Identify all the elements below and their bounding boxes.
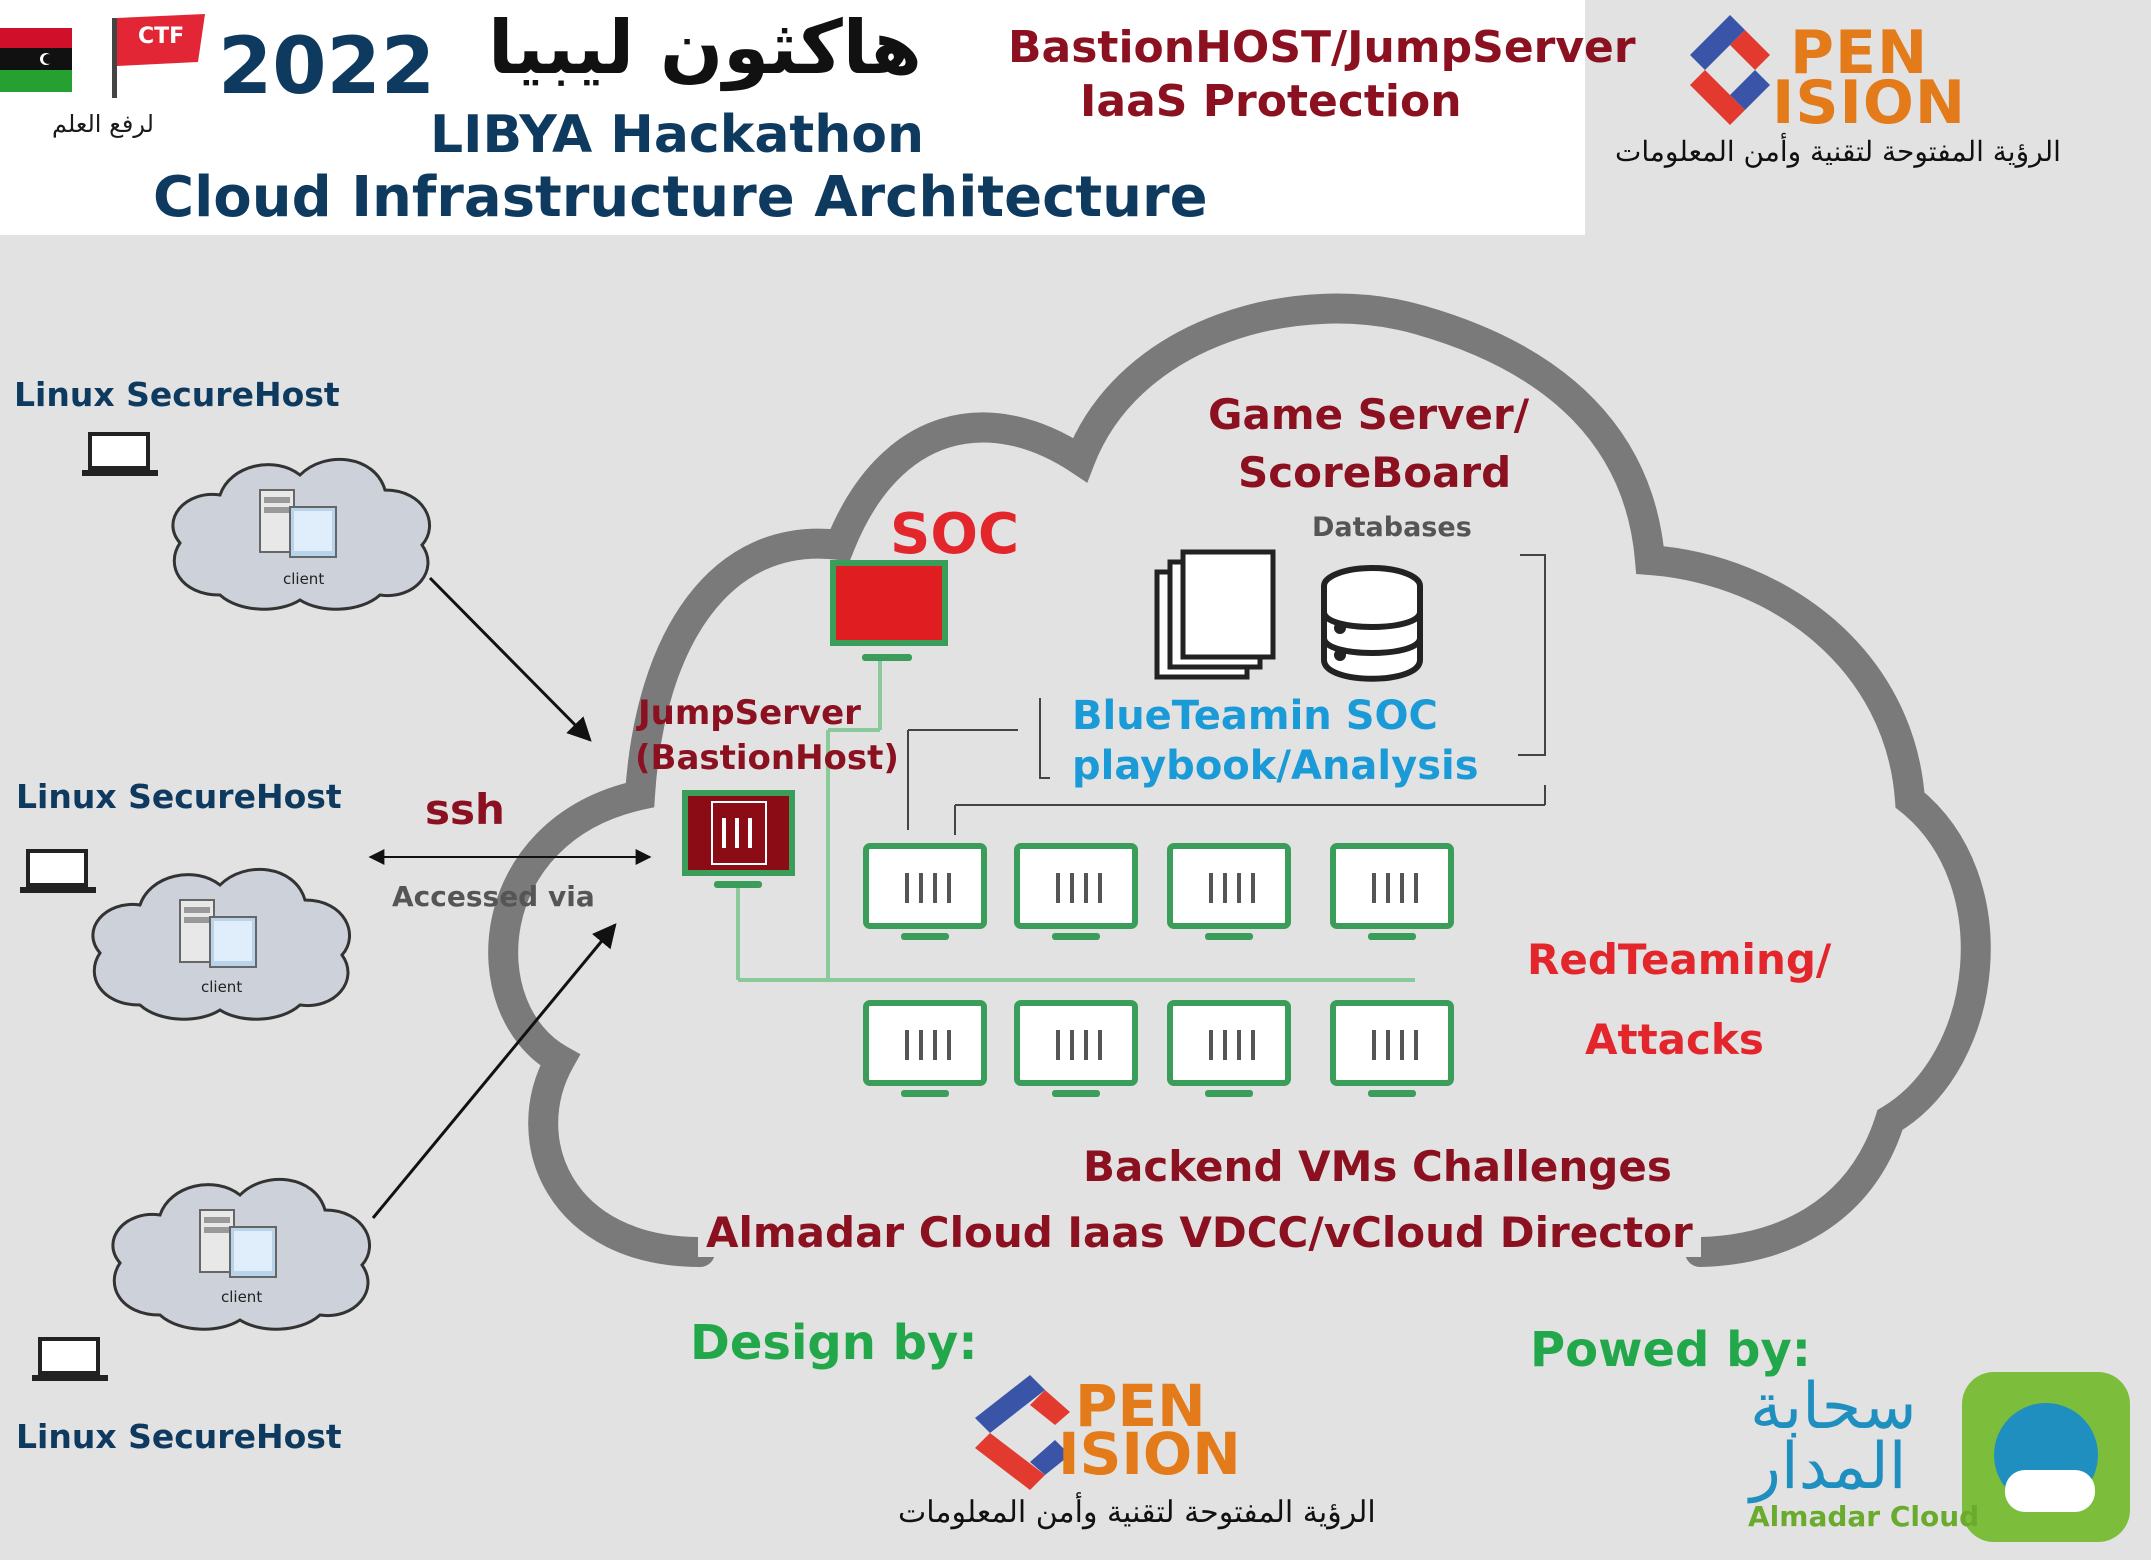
openvision-footer-tagline: الرؤية المفتوحة لتقنية وأمن المعلومات <box>898 1495 1376 1530</box>
powered-by-label: Powed by: <box>1530 1322 1811 1378</box>
accessed-via-label: Accessed via <box>392 880 595 913</box>
vm-icon <box>1170 1003 1288 1097</box>
client-cloud-caption: client <box>201 978 243 996</box>
openvision-tagline: الرؤية المفتوحة لتقنية وأمن المعلومات <box>1615 135 2061 168</box>
platform-label: Almadar Cloud Iaas VDCC/vCloud Director <box>698 1208 1701 1257</box>
almadar-cloud-logo-icon <box>1962 1372 2130 1542</box>
title-arabic: هاكثون ليبيا <box>488 5 922 91</box>
header-year: 2022 <box>218 22 436 112</box>
databases-label: Databases <box>1312 512 1472 543</box>
bastion-title: BastionHOST/JumpServer <box>1008 22 1636 73</box>
header-banner <box>0 0 1585 235</box>
game-server-label: Game Server/ <box>1208 390 1530 439</box>
network-links <box>736 660 1415 982</box>
scoreboard-label: ScoreBoard <box>1238 448 1512 497</box>
client-cloud-caption: client <box>221 1288 263 1306</box>
vm-icon <box>1170 846 1288 940</box>
bastionhost-label: (BastionHost) <box>635 738 899 778</box>
client-label-3: Linux SecureHost <box>16 1417 342 1456</box>
client-label-1: Linux SecureHost <box>14 375 340 414</box>
openvision-footer-brand-bottom: ISION <box>1058 1420 1241 1488</box>
openvision-header-panel <box>1600 5 2151 185</box>
ssh-label: ssh <box>425 785 505 834</box>
database-icon <box>1321 565 1423 682</box>
client-cloud-2 <box>91 867 352 1021</box>
redteaming-label: RedTeaming/ <box>1527 935 1832 984</box>
vm-icon <box>1333 846 1451 940</box>
jumpserver-icon <box>682 790 795 888</box>
documents-icon <box>1154 549 1276 680</box>
title-english: LIBYA Hackathon <box>430 105 925 165</box>
data-links <box>907 554 1546 835</box>
attacks-label: Attacks <box>1585 1015 1764 1064</box>
laptop-icon <box>32 1339 108 1381</box>
ctf-flag-icon <box>112 14 205 98</box>
laptop-icon <box>18 849 98 895</box>
vm-icon <box>1017 846 1135 940</box>
design-by-label: Design by: <box>690 1315 978 1371</box>
vm-icon <box>1333 1003 1451 1097</box>
playbook-label: playbook/Analysis <box>1072 743 1479 789</box>
openvision-footer-logo-icon <box>975 1375 1070 1490</box>
openvision-brand-bottom: ISION <box>1772 68 1967 138</box>
arrow-client1-to-jumpserver <box>428 576 592 742</box>
arrow-client3-to-jumpserver <box>371 923 617 1219</box>
client-label-2: Linux SecureHost <box>16 777 342 816</box>
backend-vms-label: Backend VMs Challenges <box>1083 1142 1672 1191</box>
openvision-logo-icon <box>1690 15 1770 125</box>
libya-flag-icon <box>0 28 72 92</box>
soc-monitor-icon <box>830 560 948 661</box>
vm-icon <box>866 846 984 940</box>
almadar-arabic-bottom: المدار <box>1750 1430 1907 1504</box>
openvision-footer-brand-top: PEN <box>1075 1372 1206 1440</box>
openvision-brand-top: PEN <box>1790 18 1929 88</box>
jumpserver-label: JumpServer <box>638 693 861 733</box>
backend-vm-grid <box>866 846 1451 1097</box>
flag-caption: لرفع العلم <box>52 110 154 138</box>
vm-icon <box>866 1003 984 1097</box>
ctf-badge: CTF <box>138 24 185 49</box>
almadar-english: Almadar Cloud <box>1748 1500 1980 1533</box>
soc-label: SOC <box>890 502 1020 567</box>
laptop-icon <box>80 432 160 478</box>
vm-icon <box>1017 1003 1135 1097</box>
client-cloud-caption: client <box>283 570 325 588</box>
blueteam-label: BlueTeamin SOC <box>1072 693 1438 739</box>
almadar-arabic-top: سحابة <box>1750 1370 1917 1444</box>
page-title: Cloud Infrastructure Architecture <box>153 165 1208 230</box>
iaas-protection-title: IaaS Protection <box>1080 76 1462 127</box>
client-cloud-3 <box>111 1177 372 1331</box>
cloud-boundary <box>488 293 1991 1267</box>
